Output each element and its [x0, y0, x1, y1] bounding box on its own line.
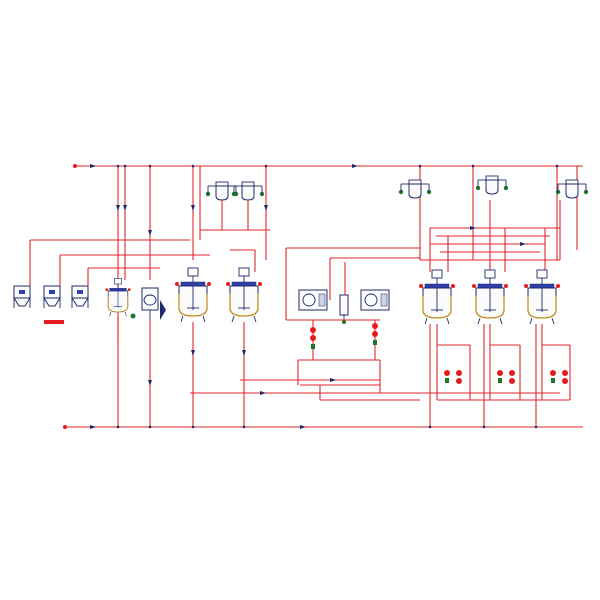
- pumpsets-right: [444, 370, 568, 384]
- condensers-left: [200, 181, 270, 272]
- main-header-top: [73, 164, 583, 168]
- reactor-r5: [523, 269, 561, 325]
- main-header-bottom: [63, 425, 583, 429]
- centrifuge-1: [298, 289, 328, 311]
- filter-vessel: [130, 287, 166, 320]
- reactor-r4: [471, 269, 509, 325]
- centrifuge-2: [360, 289, 390, 311]
- reactor-outlets-left: [148, 320, 246, 427]
- reactor-r3: [418, 269, 456, 325]
- pumpset-centre: [310, 323, 378, 349]
- pipe-junctions: [116, 164, 559, 429]
- pre-mix-vessel: [104, 277, 132, 340]
- mid-filter: [339, 294, 349, 324]
- condensers-right: [398, 175, 589, 199]
- process-lines-centre: [190, 247, 560, 401]
- right-manifold: [420, 200, 561, 272]
- raw-material-bins: [13, 239, 210, 324]
- reactor-r1: [174, 267, 212, 323]
- reactor-r2: [225, 267, 263, 323]
- reactor-outlets-right: [429, 324, 571, 427]
